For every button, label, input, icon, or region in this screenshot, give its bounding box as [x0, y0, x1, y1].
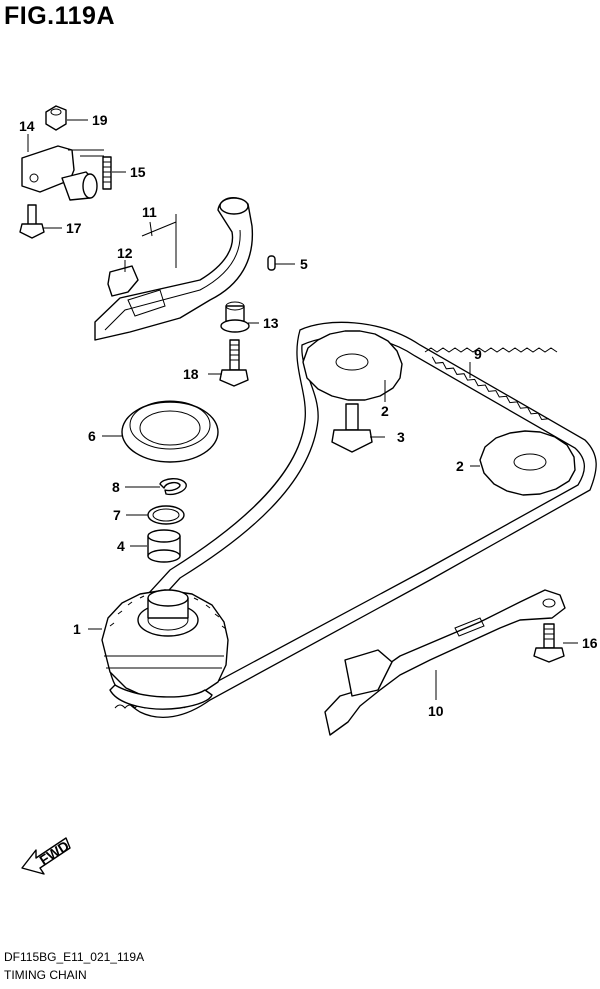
callout-part-2-upper: 2 [381, 403, 389, 419]
chain-links-upper [424, 347, 558, 421]
bolt-part-16 [533, 623, 565, 663]
callout-part-13: 13 [263, 315, 279, 331]
callout-part-4: 4 [117, 538, 125, 554]
callout-part-10: 10 [428, 703, 444, 719]
stud-bolt-part-15 [102, 156, 112, 190]
chain-tensioner [21, 145, 98, 201]
chain-guide-lower [324, 589, 566, 736]
bolt-part-18 [219, 339, 249, 387]
callout-part-11: 11 [142, 204, 157, 220]
nut-part-19 [45, 105, 67, 131]
chain-guide-upper [94, 197, 254, 341]
cam-sprocket-lower [479, 430, 576, 496]
callout-part-7: 7 [113, 507, 121, 523]
callout-part-9: 9 [474, 346, 482, 362]
callout-part-18: 18 [183, 366, 199, 382]
figure-title: FIG.119A [4, 2, 115, 30]
callout-part-1: 1 [73, 621, 81, 637]
snap-ring-part-8 [159, 478, 187, 496]
callout-labels: 1 2 2 3 4 5 6 7 8 9 10 11 12 13 14 15 16… [19, 112, 598, 719]
callout-part-15: 15 [130, 164, 146, 180]
callout-part-14: 14 [19, 118, 35, 134]
pin-part-5 [267, 255, 276, 271]
callout-part-19: 19 [92, 112, 108, 128]
bolt-part-17 [19, 204, 45, 239]
crankshaft-gear-part-1 [101, 589, 229, 710]
callout-part-6: 6 [88, 428, 96, 444]
callout-part-12: 12 [117, 245, 133, 261]
guide-slider-part-12 [107, 265, 139, 297]
callout-part-3: 3 [397, 429, 405, 445]
figure-caption: TIMING CHAIN [4, 968, 87, 982]
callout-part-8: 8 [112, 479, 120, 495]
callout-part-16: 16 [582, 635, 598, 651]
drawing-code: DF115BG_E11_021_119A [4, 950, 145, 964]
callout-part-17: 17 [66, 220, 82, 236]
callout-part-2-lower: 2 [456, 458, 464, 474]
oil-seal-part-6 [121, 400, 219, 463]
bolt-part-3 [331, 403, 373, 453]
fwd-arrow-icon: FWD [21, 837, 72, 875]
cam-sprocket-upper [302, 330, 403, 401]
callout-part-5: 5 [300, 256, 308, 272]
leader-lines [27, 119, 578, 700]
spacer-part-4 [147, 529, 181, 563]
bush-part-13 [220, 301, 250, 333]
